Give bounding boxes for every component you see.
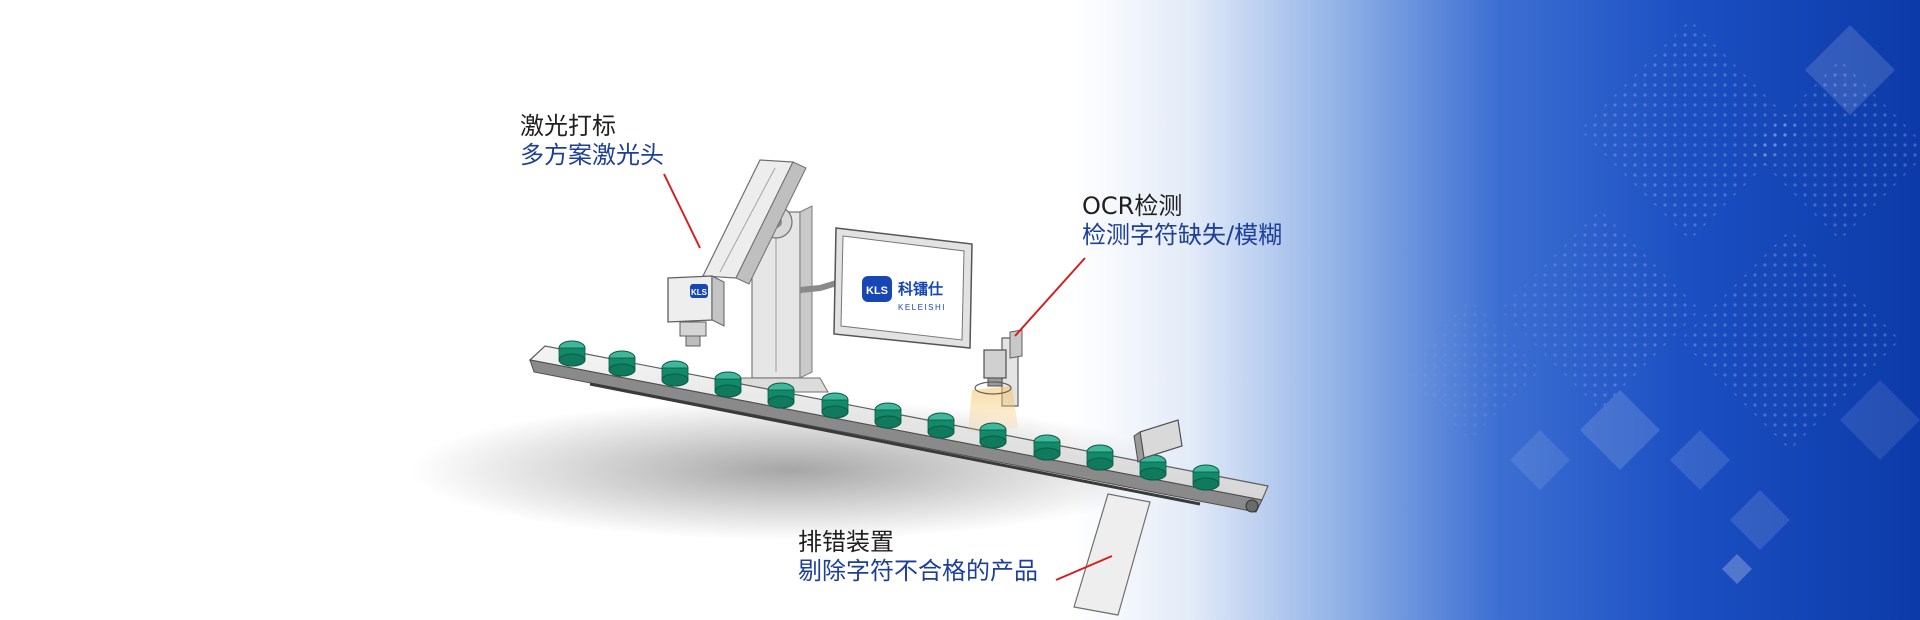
monitor: KLS 科镭仕 KELEISHI [799, 227, 973, 349]
product [608, 350, 636, 377]
leader-line-ocr [1014, 257, 1086, 337]
callout-laser-marking: 激光打标 多方案激光头 [520, 112, 664, 171]
product [874, 402, 902, 429]
product-row [558, 340, 1220, 491]
product [767, 382, 795, 409]
callout-ocr-title: OCR检测 [1082, 192, 1183, 220]
laser-gantry [702, 159, 829, 393]
product [1086, 444, 1114, 471]
ocr-camera [968, 329, 1023, 432]
callout-laser-subtitle: 多方案激光头 [520, 141, 664, 170]
product [927, 412, 955, 439]
callout-ocr-inspection: OCR检测 检测字符缺失/模糊 [1082, 192, 1282, 251]
reject-pusher [1133, 419, 1183, 463]
product [1192, 464, 1220, 491]
product [661, 360, 689, 387]
product [1033, 434, 1061, 461]
diamond-decoration [1510, 25, 1920, 584]
product [821, 392, 849, 419]
svg-text:KLS: KLS [866, 285, 888, 297]
product [558, 340, 586, 367]
leader-line-reject [1055, 555, 1113, 581]
product [714, 371, 742, 398]
reject-chute [1073, 493, 1151, 616]
product [979, 422, 1007, 449]
callout-laser-title: 激光打标 [520, 112, 616, 140]
callout-reject-device: 排错装置 剔除字符不合格的产品 [798, 528, 1038, 587]
laser-head: KLS [667, 275, 725, 347]
monitor-brand-cn: 科镭仕 [898, 280, 943, 298]
callout-reject-title: 排错装置 [798, 528, 894, 556]
dot-pattern-decoration [1400, 20, 1920, 450]
leader-line-laser [663, 173, 701, 249]
monitor-logo: KLS 科镭仕 KELEISHI [862, 276, 946, 312]
callout-reject-subtitle: 剔除字符不合格的产品 [798, 557, 1038, 586]
laser-head-logo-text: KLS [691, 288, 708, 297]
callout-ocr-subtitle: 检测字符缺失/模糊 [1082, 221, 1283, 250]
monitor-brand-en: KELEISHI [898, 303, 946, 312]
callout-leader-lines [663, 173, 1113, 581]
product [1139, 454, 1167, 481]
